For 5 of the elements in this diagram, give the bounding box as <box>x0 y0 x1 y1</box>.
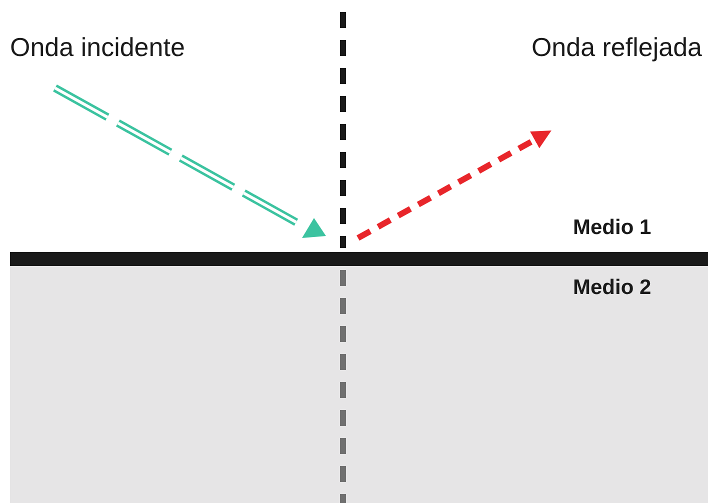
wave-label: Onda incidente <box>10 32 185 63</box>
wave-label: Onda reflejada <box>531 32 702 63</box>
medium-label: Medio 1 <box>573 216 652 240</box>
medium-region <box>10 266 708 503</box>
medium-label: Medio 2 <box>573 276 652 300</box>
